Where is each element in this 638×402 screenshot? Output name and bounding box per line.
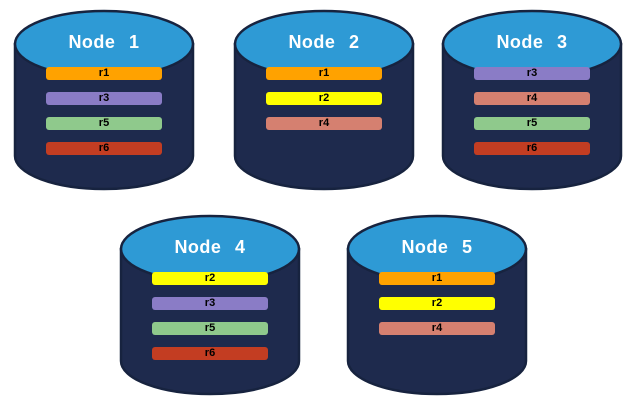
replica-bar-r5: r5 xyxy=(152,322,268,335)
node-title: Node 5 xyxy=(401,237,473,257)
replica-bar-r4: r4 xyxy=(266,117,382,130)
node-title: Node 2 xyxy=(288,32,360,52)
replica-bar-r2: r2 xyxy=(379,297,495,310)
cylinder-body-shape xyxy=(346,247,528,396)
replica-bar-r6: r6 xyxy=(46,142,162,155)
replica-bar-r1: r1 xyxy=(266,67,382,80)
replica-bar-r3: r3 xyxy=(46,92,162,105)
database-cylinder-icon xyxy=(346,214,528,396)
db-node-1: Node 1 r1 r3 r5 r6 xyxy=(12,8,196,192)
db-node-4: Node 4 r2 r3 r5 r6 xyxy=(118,213,302,397)
replica-bar-r5: r5 xyxy=(474,117,590,130)
replica-bar-r6: r6 xyxy=(474,142,590,155)
replica-bar-r3: r3 xyxy=(474,67,590,80)
node-title: Node 4 xyxy=(174,237,246,257)
db-node-3: Node 3 r3 r4 r5 r6 xyxy=(440,8,624,192)
replica-list: r1 r3 r5 r6 xyxy=(46,67,162,167)
replica-bar-r6: r6 xyxy=(152,347,268,360)
replica-bar-r2: r2 xyxy=(266,92,382,105)
replica-bar-r4: r4 xyxy=(379,322,495,335)
replica-list: r1 r2 r4 xyxy=(266,67,382,142)
node-title: Node 1 xyxy=(68,32,140,52)
replica-bar-r4: r4 xyxy=(474,92,590,105)
replica-list: r3 r4 r5 r6 xyxy=(474,67,590,167)
node-title: Node 3 xyxy=(496,32,568,52)
replica-bar-r1: r1 xyxy=(46,67,162,80)
db-node-2: Node 2 r1 r2 r4 xyxy=(232,8,416,192)
replica-bar-r1: r1 xyxy=(379,272,495,285)
replica-bar-r2: r2 xyxy=(152,272,268,285)
replica-bar-r5: r5 xyxy=(46,117,162,130)
cylinder-body-shape xyxy=(233,42,415,191)
replica-list: r1 r2 r4 xyxy=(379,272,495,347)
db-node-5: Node 5 r1 r2 r4 xyxy=(345,213,529,397)
replica-bar-r3: r3 xyxy=(152,297,268,310)
replica-list: r2 r3 r5 r6 xyxy=(152,272,268,372)
